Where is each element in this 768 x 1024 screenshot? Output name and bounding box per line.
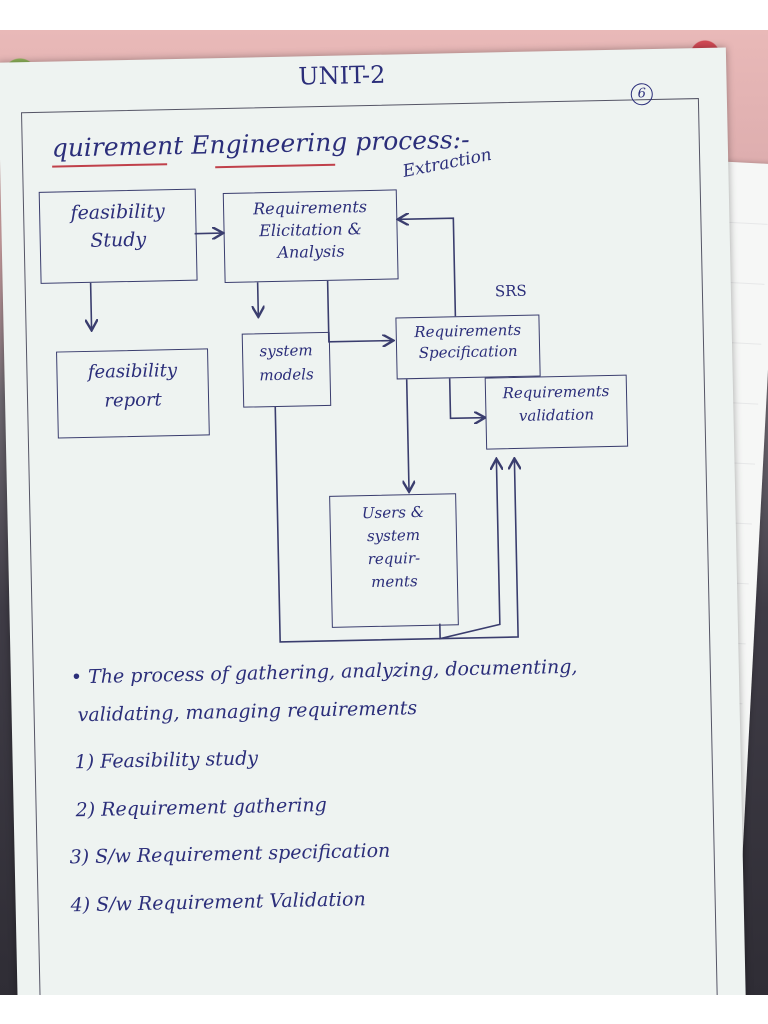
notebook-page: UNIT-2 6 quirement Engineering process:-… — [0, 47, 747, 995]
step-1: 1) Feasibility study — [74, 747, 259, 774]
diagram-arrows — [0, 47, 746, 643]
photo-background: UNIT-2 6 quirement Engineering process:-… — [0, 30, 768, 995]
